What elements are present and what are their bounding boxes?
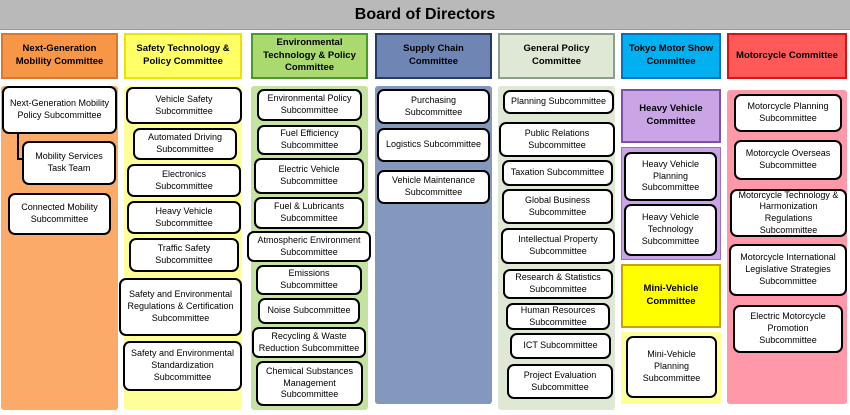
subcommittee-fuel-efficiency[interactable]: Fuel Efficiency Subcommittee (257, 125, 362, 155)
subcommittee-ict[interactable]: ICT Subcommittee (510, 333, 611, 359)
subcommittee-recycling-waste[interactable]: Recycling & Waste Reduction Subcommittee (252, 327, 366, 358)
committee-general-policy[interactable]: General Policy Committee (498, 33, 615, 79)
subcommittee-electric-motorcycle[interactable]: Electric Motorcycle Promotion Subcommitt… (733, 305, 843, 353)
subcommittee-global-business[interactable]: Global Business Subcommittee (502, 189, 613, 224)
subcommittee-motorcycle-technology[interactable]: Motorcycle Technology & Harmonization Re… (730, 189, 847, 237)
subcommittee-motorcycle-planning[interactable]: Motorcycle Planning Subcommittee (734, 94, 842, 132)
subcommittee-automated-driving[interactable]: Automated Driving Subcommittee (133, 128, 237, 160)
subcommittee-standardization[interactable]: Safety and Environmental Standardization… (123, 341, 242, 391)
subcommittee-noise[interactable]: Noise Subcommittee (258, 298, 360, 324)
column-next-generation-body (1, 86, 118, 410)
subcommittee-electronics[interactable]: Electronics Subcommittee (127, 164, 241, 197)
subcommittee-electric-vehicle[interactable]: Electric Vehicle Subcommittee (254, 158, 364, 194)
committee-heavy-vehicle[interactable]: Heavy Vehicle Committee (621, 89, 721, 143)
committee-environmental-technology[interactable]: Environmental Technology & Policy Commit… (251, 33, 368, 79)
subcommittee-heavy-vehicle-technology[interactable]: Heavy Vehicle Technology Subcommittee (624, 204, 717, 256)
subcommittee-heavy-vehicle-planning[interactable]: Heavy Vehicle Planning Subcommittee (624, 152, 717, 201)
committee-safety-technology[interactable]: Safety Technology & Policy Committee (124, 33, 242, 79)
subcommittee-connected-mobility[interactable]: Connected Mobility Subcommittee (8, 193, 111, 235)
subcommittee-project-evaluation[interactable]: Project Evaluation Subcommittee (507, 364, 613, 399)
subcommittee-traffic-safety[interactable]: Traffic Safety Subcommittee (129, 238, 239, 272)
subcommittee-fuel-lubricants[interactable]: Fuel & Lubricants Subcommittee (254, 197, 364, 229)
subcommittee-human-resources[interactable]: Human Resources Subcommittee (506, 303, 610, 330)
subcommittee-heavy-vehicle-safety[interactable]: Heavy Vehicle Subcommittee (127, 201, 241, 234)
subcommittee-planning[interactable]: Planning Subcommittee (503, 90, 614, 114)
committee-tokyo-motor-show[interactable]: Tokyo Motor Show Committee (621, 33, 721, 79)
task-team-mobility-services[interactable]: Mobility Services Task Team (22, 141, 116, 185)
subcommittee-research-statistics[interactable]: Research & Statistics Subcommittee (503, 269, 613, 299)
subcommittee-chemical-substances[interactable]: Chemical Substances Management Subcommit… (256, 361, 363, 406)
subcommittee-intellectual-property[interactable]: Intellectual Property Subcommittee (501, 228, 615, 264)
subcommittee-public-relations[interactable]: Public Relations Subcommittee (499, 122, 615, 157)
subcommittee-atmospheric-environment[interactable]: Atmospheric Environment Subcommittee (247, 231, 371, 262)
subcommittee-ng-policy[interactable]: Next-Generation Mobility Policy Subcommi… (2, 86, 117, 134)
subcommittee-regulations-certification[interactable]: Safety and Environmental Regulations & C… (119, 278, 242, 336)
subcommittee-taxation[interactable]: Taxation Subcommittee (502, 160, 613, 186)
committee-motorcycle[interactable]: Motorcycle Committee (727, 33, 847, 79)
subcommittee-motorcycle-overseas[interactable]: Motorcycle Overseas Subcommittee (734, 140, 842, 180)
committee-supply-chain[interactable]: Supply Chain Committee (375, 33, 492, 79)
subcommittee-purchasing[interactable]: Purchasing Subcommittee (377, 89, 490, 124)
subcommittee-emissions[interactable]: Emissions Subcommittee (256, 265, 362, 295)
subcommittee-vehicle-safety[interactable]: Vehicle Safety Subcommittee (126, 87, 242, 124)
subcommittee-vehicle-maintenance[interactable]: Vehicle Maintenance Subcommittee (377, 170, 490, 204)
board-of-directors: Board of Directors (0, 0, 850, 30)
subcommittee-environmental-policy[interactable]: Environmental Policy Subcommittee (257, 89, 362, 121)
committee-mini-vehicle[interactable]: Mini-Vehicle Committee (621, 264, 721, 328)
committee-next-generation-mobility[interactable]: Next-Generation Mobility Committee (1, 33, 118, 79)
subcommittee-mini-vehicle-planning[interactable]: Mini-Vehicle Planning Subcommittee (626, 336, 717, 398)
subcommittee-logistics[interactable]: Logistics Subcommittee (377, 128, 490, 162)
subcommittee-motorcycle-legislative[interactable]: Motorcycle International Legislative Str… (729, 244, 847, 296)
connector-line (17, 134, 19, 160)
